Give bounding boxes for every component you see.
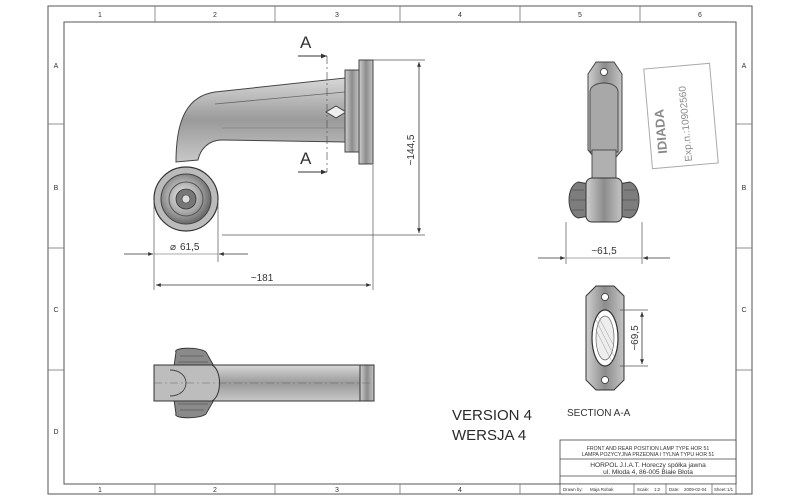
stamp-name: IDIADA [651,108,670,155]
company-address: ul. Młoda 4, 86-005 Białe Błota [603,469,693,476]
col-label-1-bottom: 1 [98,487,102,494]
section-height-label: ~69,5 [630,325,641,351]
diameter-symbol-icon: ⌀ [170,242,176,253]
stamp-number: Exp.n.:10902560 [677,85,695,162]
row-label-b: B [54,185,59,192]
scale-value: 1:2 [654,487,661,492]
col-label-4: 4 [458,12,462,19]
sheet-value: 1/1 [727,487,734,492]
column-labels: 1 2 3 4 5 6 1 2 3 4 [98,12,702,494]
section-view [585,285,625,391]
col-label-3-bottom: 3 [335,487,339,494]
side-width-dimension: ~61,5 [538,222,670,264]
date-label: Date: [669,487,680,492]
version-line-1: VERSION 4 [452,407,532,424]
version-line-2: WERSJA 4 [452,427,526,444]
sheet-label: Sheet: [714,487,727,492]
section-label: SECTION A-A [567,408,631,419]
col-label-2-bottom: 2 [213,487,217,494]
diameter-dimension-label: 61,5 [180,242,200,253]
length-dimension-label: ~181 [251,273,274,284]
height-dimension-label: ~144,5 [406,134,417,165]
title-en: FRONT AND REAR POSITION LAMP TYPE HOR 51 [587,446,710,452]
col-label-3: 3 [335,12,339,19]
title-pl: LAMPA POZYCYJNA PRZEDNIA I TYLNA TYPU HO… [582,452,715,458]
col-label-4-bottom: 4 [458,487,462,494]
col-label-2: 2 [213,12,217,19]
col-label-1: 1 [98,12,102,19]
side-width-label: ~61,5 [591,246,617,257]
section-marker-a: A A [298,33,328,175]
idiada-stamp: IDIADA Exp.n.:10902560 [643,62,719,170]
section-letter-bottom: A [300,149,312,168]
row-label-a: A [54,63,59,70]
side-view [568,61,640,223]
diameter-dimension: ⌀ 61,5 [124,200,248,262]
section-bottom-hole-icon [601,376,609,384]
company-name: HORPOL J.I.A.T. Horeczy spółka jawna [590,462,706,469]
drawn-by-label: Drawn by: [563,487,583,492]
bottom-view [153,347,375,419]
outer-border [47,5,753,495]
drawn-by: Maja Robak [590,487,614,492]
section-top-hole-icon [601,293,609,301]
section-height-dimension: ~69,5 [620,309,648,367]
title-block: FRONT AND REAR POSITION LAMP TYPE HOR 51… [559,439,737,495]
row-label-a-right: A [742,63,747,70]
col-label-6: 6 [698,12,702,19]
inner-border [63,21,737,485]
date-value: 2009-02-04 [684,487,707,492]
row-label-b-right: B [742,185,747,192]
length-dimension: ~181 [153,165,374,290]
scale-label: Scale: [637,487,649,492]
row-label-c-right: C [741,307,746,314]
row-label-d: D [53,429,58,436]
col-label-5: 5 [578,12,582,19]
zone-ticks [48,6,752,494]
row-labels: A B C D A B C [53,63,746,436]
height-dimension: ~144,5 [222,59,425,236]
front-view [153,59,374,232]
section-letter-top: A [300,33,312,52]
mount-hole-icon [600,68,608,76]
row-label-c: C [53,307,58,314]
